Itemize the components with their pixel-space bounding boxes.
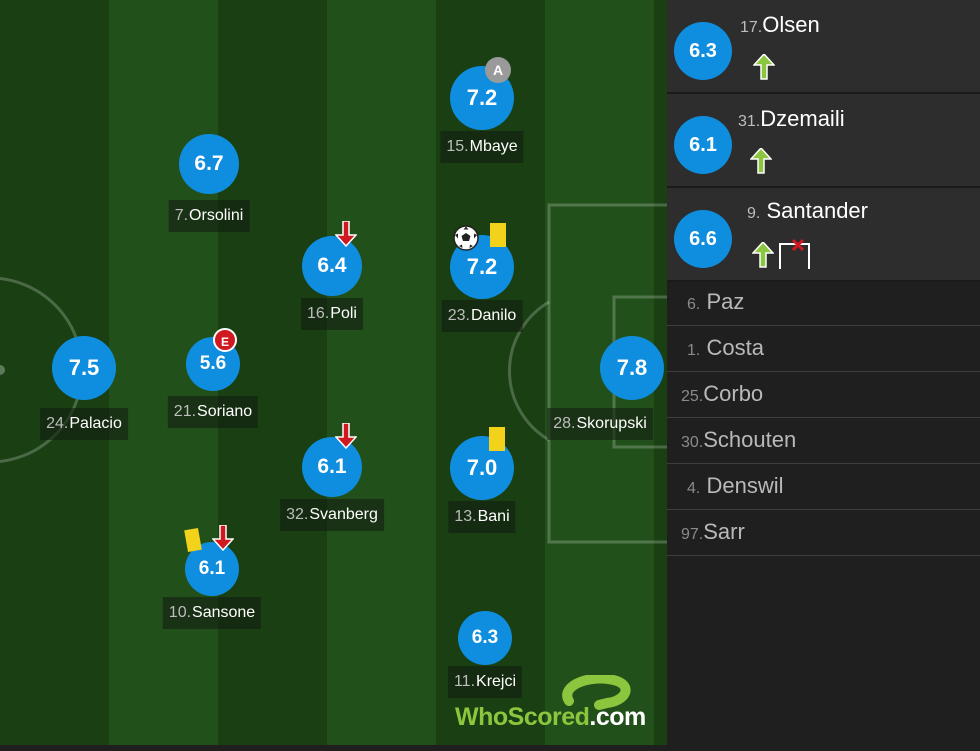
player-rating: 6.7 <box>179 134 239 194</box>
bench-player-name: 6. Paz <box>687 289 745 314</box>
player-name-label: 24.Palacio <box>40 408 128 440</box>
captain-icon: A <box>485 57 511 83</box>
player-name-label: 16.Poli <box>301 298 363 330</box>
player-name-label: 21.Soriano <box>167 396 259 428</box>
sub-row-santander[interactable]: 6.6 9. Santander <box>667 188 980 282</box>
player-rating: 6.1 <box>302 437 362 497</box>
player-name-label: 10.Sansone <box>162 597 262 629</box>
bench-player-name: 1. Costa <box>687 335 764 360</box>
goal-ball-icon <box>453 225 479 251</box>
bench-player-name: 4. Denswil <box>687 473 784 498</box>
player-name-label: 13.Bani <box>448 501 516 533</box>
player-rating: 6.1 <box>185 542 239 596</box>
bench-row-denswil[interactable]: 4. Denswil <box>667 465 980 510</box>
player-name-label: 32.Svanberg <box>280 499 384 531</box>
player-name-label: 11.Krejci <box>447 666 523 698</box>
pitch: 7.5 24.Palacio 5.6 E 21.Soriano 6.7 7.Or… <box>0 0 667 745</box>
bench-row-schouten[interactable]: 30.Schouten <box>667 419 980 464</box>
sub-off-arrow-icon <box>212 525 234 551</box>
substitutes-panel: 6.3 17.Olsen 6.1 31.Dzemaili 6.6 9. Sant… <box>667 0 980 751</box>
player-name-label: 7.Orsolini <box>168 200 250 232</box>
yellow-card-icon <box>489 427 505 451</box>
yellow-card-icon <box>490 223 506 247</box>
bench-row-paz[interactable]: 6. Paz <box>667 281 980 326</box>
missed-chance-icon <box>779 238 810 269</box>
sub-row-dzemaili[interactable]: 6.1 31.Dzemaili <box>667 94 980 188</box>
player-rating: 7.8 <box>600 336 664 400</box>
bench-player-name: 97.Sarr <box>681 519 745 544</box>
player-name-label: 23.Danilo <box>441 300 523 332</box>
player-rating: 6.1 <box>674 116 732 174</box>
sub-row-olsen[interactable]: 6.3 17.Olsen <box>667 0 980 94</box>
player-rating: 7.0 <box>450 436 514 500</box>
bench-row-costa[interactable]: 1. Costa <box>667 327 980 372</box>
player-rating: 6.3 <box>674 22 732 80</box>
player-rating: 7.2 <box>450 66 514 130</box>
sub-off-arrow-icon <box>335 423 357 449</box>
sub-player-name: 31.Dzemaili <box>738 106 845 131</box>
player-rating: 6.4 <box>302 236 362 296</box>
logo-text: WhoScored.com <box>455 703 646 731</box>
sub-player-name: 17.Olsen <box>740 12 820 37</box>
bench-row-corbo[interactable]: 25.Corbo <box>667 373 980 418</box>
bench-player-name: 30.Schouten <box>681 427 797 452</box>
bench-player-name: 25.Corbo <box>681 381 764 406</box>
logo-question-icon <box>562 675 631 710</box>
sub-on-arrow-icon <box>750 148 772 174</box>
sub-off-arrow-icon <box>335 221 357 247</box>
sub-on-arrow-icon <box>753 54 775 80</box>
sub-player-name: 9. Santander <box>747 198 868 223</box>
player-rating: 7.5 <box>52 336 116 400</box>
player-name-label: 15.Mbaye <box>440 131 524 163</box>
player-rating: 6.6 <box>674 210 732 268</box>
player-name-label: 28.Skorupski <box>547 408 653 440</box>
error-icon: E <box>213 328 237 352</box>
bench-row-sarr[interactable]: 97.Sarr <box>667 511 980 556</box>
player-rating: 6.3 <box>458 611 512 665</box>
sub-on-arrow-icon <box>752 242 774 268</box>
